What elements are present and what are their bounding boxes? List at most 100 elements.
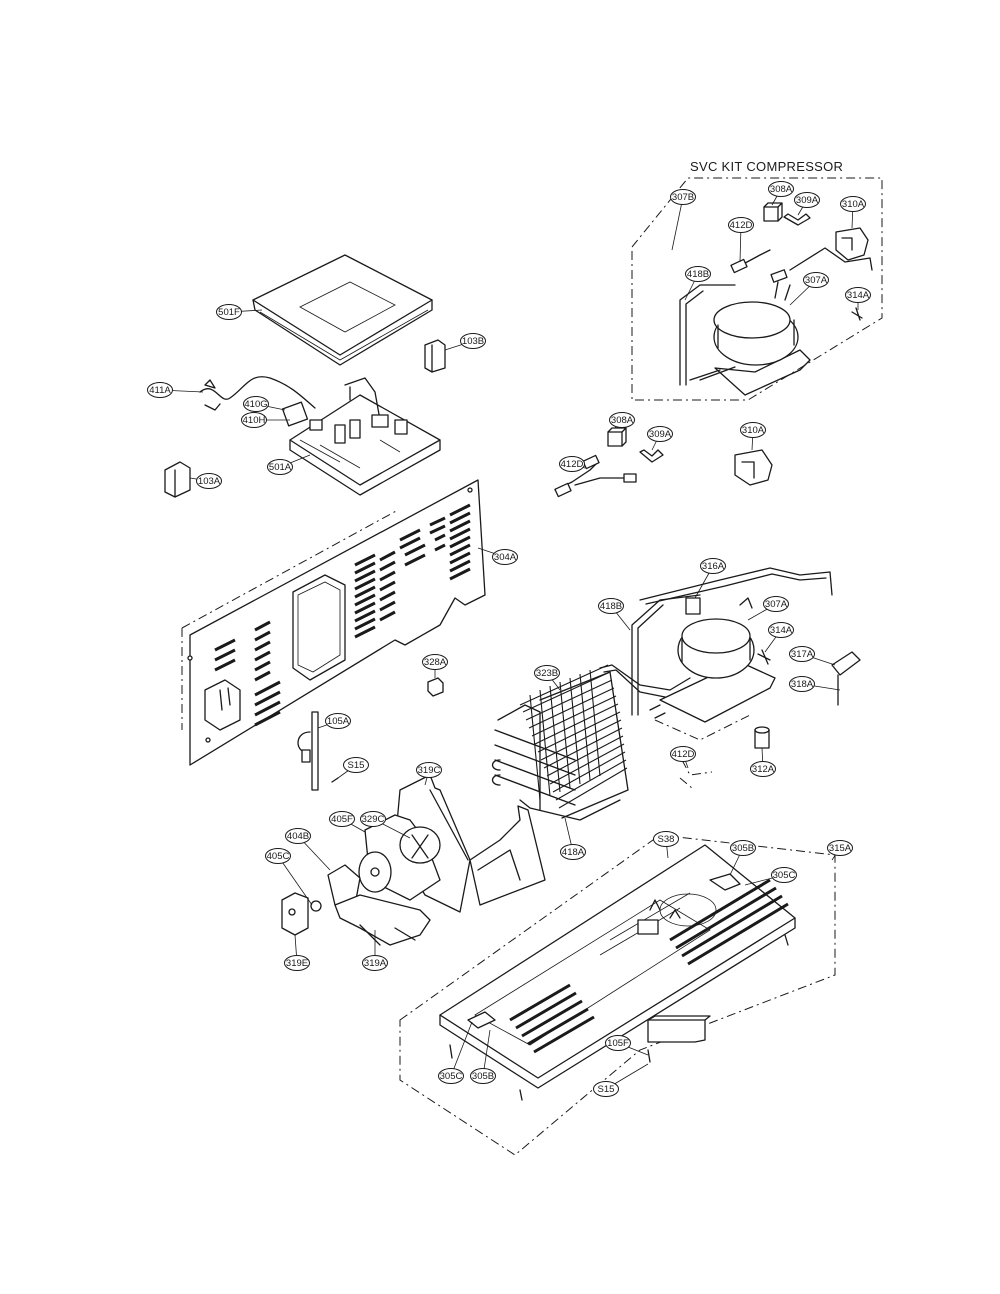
callout-bubble [768,181,794,197]
callout-bubble [845,287,871,303]
callout-bubble [147,382,173,398]
callout-label: 105A [327,716,350,727]
callout-label: S15 [348,760,365,771]
callout-label: 501F [218,307,240,318]
callout-label: 305C [440,1071,463,1082]
callout-label: 304A [494,552,517,563]
callout-105f: 105F [605,1035,649,1056]
callout-bubble [598,598,624,614]
callout-bubble [285,828,311,844]
callout-316a: 316A [694,558,726,599]
callout-label: 411A [149,385,171,396]
bracket-103B [424,339,446,373]
callout-bubble [470,1068,496,1084]
callout-318a: 318A [789,676,841,692]
callout-309a: 309A [794,192,820,216]
callout-bubble [460,333,486,349]
callout-label: 412D [561,459,584,470]
callout-leader [450,1021,473,1077]
callout-bubble [267,459,293,475]
callout-label: 323B [536,668,558,679]
callout-412d: 412D [670,746,696,769]
callout-411a: 411A [147,382,204,398]
callout-label: 329C [362,814,385,825]
svc-kit-compressor-group: SVC KIT COMPRESSOR [631,159,883,401]
overload-314A [757,649,771,665]
callout-leader [671,196,684,251]
callout-label: 305B [472,1071,494,1082]
callout-bubble [416,762,442,778]
bracket-103A [164,461,191,498]
callout-label: 309A [649,429,672,440]
callout-bubble [360,811,386,827]
callout-418a: 418A [560,817,586,860]
callout-label: 105F [607,1038,629,1049]
callout-bubble [559,456,585,472]
callout-label: 103A [198,476,221,487]
sensor-317A-318A [831,651,861,706]
callout-309a: 309A [647,426,673,451]
kit-title: SVC KIT COMPRESSOR [690,159,843,174]
spacer-328A [427,677,444,697]
callout-label: 308A [770,184,793,195]
callout-bubble [700,558,726,574]
callout-328a: 328A [422,654,448,678]
callout-label: 319C [418,765,441,776]
callout-bubble [750,761,776,777]
callout-label: 305B [732,843,754,854]
callout-bubble [609,412,635,428]
callout-label: 314A [847,290,870,301]
callout-bubble [560,844,586,860]
callout-label: 309A [796,195,819,206]
loose-harness-412D [554,454,637,498]
callout-label: 405C [267,851,290,862]
callout-405c: 405C [265,848,313,906]
callout-310a: 310A [840,196,866,229]
drain-105A [297,711,339,791]
callout-312a: 312A [750,747,776,777]
callout-307b: 307B [670,189,696,251]
callout-bubble [243,396,269,412]
callout-308a: 308A [768,181,794,206]
base-plate-315A [399,834,836,1156]
loose-relay-310A [734,449,773,486]
callout-label: 310A [742,425,765,436]
callout-label: 418B [600,601,622,612]
callout-319a: 319A [362,930,388,971]
callout-label: 404B [287,831,309,842]
callout-307a: 307A [789,272,829,306]
callout-103a: 103A [189,473,222,489]
callout-bubble [827,840,853,856]
callout-bubble [329,811,355,827]
callout-305b: 305B [729,840,756,876]
callout-label: 307B [672,192,694,203]
callout-bubble [685,266,711,282]
callout-404b: 404B [285,828,331,871]
callout-label: 316A [702,561,725,572]
callout-308a: 308A [609,412,635,429]
callout-label: 410H [243,415,266,426]
callout-418b: 418B [684,266,711,301]
callout-314a: 314A [845,287,871,310]
callout-310a: 310A [740,422,766,451]
callout-410g: 410G [243,396,286,412]
callout-label: 305C [773,870,796,881]
callout-bubble [265,848,291,864]
loose-clip-309A [639,449,664,463]
callout-bubble [653,831,679,847]
kit-clip-309A [783,213,811,226]
callout-label: S15 [598,1084,615,1095]
compressor-assembly [599,567,861,789]
control-board-501A [281,377,441,496]
callout-319e: 319E [284,934,310,971]
callout-bubble [438,1068,464,1084]
callout-bubble [771,867,797,883]
callout-label: 410G [244,399,267,410]
callout-label: 412D [730,220,753,231]
callout-319c: 319C [416,762,442,786]
top-cover-501F [252,254,433,366]
callout-329c: 329C [360,811,411,839]
callout-leader [277,855,313,906]
